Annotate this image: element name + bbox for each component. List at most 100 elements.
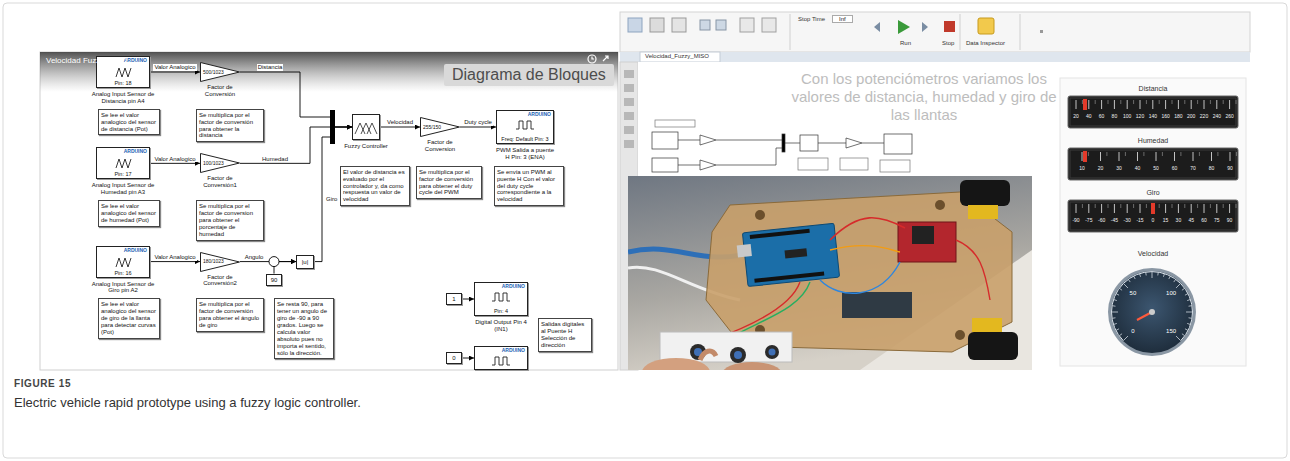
annotation-text: Se multiplica por el factor de conversió… <box>419 169 479 197</box>
signal-label: Angulo <box>244 254 265 261</box>
gauge-scale-number: -45 <box>1111 218 1118 223</box>
gauge-title: Velocidad <box>1138 250 1168 257</box>
block-label: Analog Input Sensor de Distancia pin A4 <box>87 91 159 105</box>
signal-label: Valor Analogico <box>153 156 196 163</box>
annotation-box: Se multiplica por el factor de conversió… <box>196 298 264 332</box>
gain-block: 180/1023Factor de Conversión2 <box>200 252 240 272</box>
annotation-box: Se resta 90, para tener un angulo de gir… <box>274 298 334 359</box>
abs-symbol: |u| <box>297 258 313 265</box>
gauge-title: Giro <box>1146 189 1159 196</box>
gauge-scale-number: 70 <box>1190 166 1196 171</box>
gauge-scale-number: -30 <box>1124 218 1131 223</box>
annotation-text: Se lee el valor analogico del sensor de … <box>101 203 157 224</box>
annotation-box: Se lee el valor analogico del sensor de … <box>98 200 160 227</box>
analog-input-block: ARDUINOPin: 16Analog Input Sensor de Gir… <box>96 246 150 278</box>
model-annotation: Con los potenciómetros variamos los valo… <box>790 70 1058 124</box>
gauge-scale-number: 60 <box>1201 218 1207 223</box>
overlay-heading: Diagrama de Bloques <box>444 64 614 86</box>
signal-line <box>150 163 200 164</box>
block-icon <box>115 66 132 79</box>
toolstrip <box>620 12 1250 52</box>
gain-value: 255/150 <box>423 124 441 130</box>
gauge-scale-number: 80 <box>1209 166 1215 171</box>
gauge-scale-number: 60 <box>1099 114 1105 119</box>
gauge-scale-number: 30 <box>1176 218 1182 223</box>
fuzzy-controller-block: Fuzzy Controller <box>352 114 380 140</box>
annotation-text: El valor de distancia es evaluado por el… <box>343 169 407 203</box>
block-label: Fuzzy Controller <box>344 143 388 150</box>
block-label: Factor de Conversion <box>418 139 462 153</box>
gain-block: 500/1023Factor de Conversión <box>200 62 240 82</box>
constant-block: 1 <box>446 293 462 305</box>
block-label: Digital Output Pin 4 (IN1) <box>471 319 531 333</box>
gauge-scale-number: 140 <box>1149 114 1157 119</box>
board-name: ARDUINO <box>124 58 147 64</box>
annotation-text: Se multiplica por el factor de conversió… <box>199 112 261 140</box>
constant-value: 0 <box>447 355 461 362</box>
block-icon <box>354 120 378 136</box>
block-label: Factor de Conversión <box>198 84 242 98</box>
sum-block <box>269 257 279 267</box>
annotation-text: Se lee el valor analogico del sensor de … <box>101 301 157 335</box>
signal-line <box>462 299 474 300</box>
signal-line <box>462 358 474 359</box>
constant-value: 1 <box>447 296 461 303</box>
block-icon <box>516 120 534 130</box>
gauge-scale-number: 240 <box>1213 114 1221 119</box>
toolbar-label: Stop <box>942 40 954 46</box>
digital-output-block: ARDUINOPin: 4Digital Output Pin 4 (IN1) <box>474 282 528 316</box>
toolbar-label: Run <box>900 40 911 46</box>
annotation-text: Se multiplica por el factor de conversio… <box>199 203 261 237</box>
signal-line <box>150 72 200 73</box>
toolbar-field: Inf <box>832 15 853 23</box>
board-name: ARDUINO <box>502 284 525 290</box>
pin-text: Pin: 4 <box>475 308 527 314</box>
pwm-output-block: ARDUINOFreq: Default Pin: 3PWM Salida a … <box>496 110 554 144</box>
gauge-scale-number: 50 <box>1130 290 1137 296</box>
gain-value: 100/1023 <box>203 160 224 166</box>
gauge-scale-number: 40 <box>1086 114 1092 119</box>
signal-label: Humedad <box>261 156 289 163</box>
signal-label: Valor Analogico <box>153 254 196 261</box>
digital-output-block: ARDUINO <box>474 346 528 370</box>
gauge-scale-number: 200 <box>1187 114 1195 119</box>
annotation-box: Se multiplica por el factor de conversió… <box>196 109 264 143</box>
gauge-scale-number: 0 <box>1151 218 1154 223</box>
block-label: Analog Input Sensor de Giro pin A2 <box>87 281 159 295</box>
toolbar-label: Data Inspector <box>966 40 1005 46</box>
board-name: ARDUINO <box>502 348 525 354</box>
mux-block <box>330 110 335 144</box>
gauge-scale-number: -15 <box>1136 218 1143 223</box>
constant-block: 90 <box>266 274 282 286</box>
gauge-scale-number: 75 <box>1214 218 1220 223</box>
video-title: Velocidad Fuzzy MISO <box>46 56 127 65</box>
video-header <box>40 52 618 92</box>
mux-bar <box>330 110 335 144</box>
gauge-scale-number: 100 <box>1123 114 1131 119</box>
gauge-ticks <box>1076 100 1236 340</box>
right-panel <box>620 12 1250 370</box>
annotation-text: Se multiplica por el factor de conversió… <box>199 301 261 329</box>
gauge-scale-number: -75 <box>1085 218 1092 223</box>
video-icons <box>588 55 608 63</box>
constant-block: 0 <box>446 352 462 364</box>
gauge-scale-number: 90 <box>1227 166 1233 171</box>
gauge-needles <box>1083 99 1155 320</box>
block-label: Factor de Conversión2 <box>198 274 242 288</box>
gauge-scale-number: 10 <box>1079 166 1085 171</box>
tab <box>640 52 720 62</box>
gauge-title: Distancia <box>1139 85 1168 92</box>
gauge-scale-number: 160 <box>1161 114 1169 119</box>
annotation-box: Se envía un PWM al puente H Con el valor… <box>494 166 564 206</box>
block-label: PWM Salida a puente H Pin: 3 (ENA) <box>493 147 557 161</box>
abs-block: |u| <box>296 255 314 269</box>
pin-text: Pin: 16 <box>97 270 149 276</box>
palette-icons <box>624 70 634 148</box>
signal-line <box>150 261 200 262</box>
board-name: ARDUINO <box>124 248 147 254</box>
gauge-scale-number: 40 <box>1135 166 1141 171</box>
gauge-scale-number: -90 <box>1072 218 1079 223</box>
figure-caption: Electric vehicle rapid prototype using a… <box>14 395 361 410</box>
signal-label: Distancia <box>257 64 284 71</box>
pin-text: Pin: 18 <box>97 80 149 86</box>
